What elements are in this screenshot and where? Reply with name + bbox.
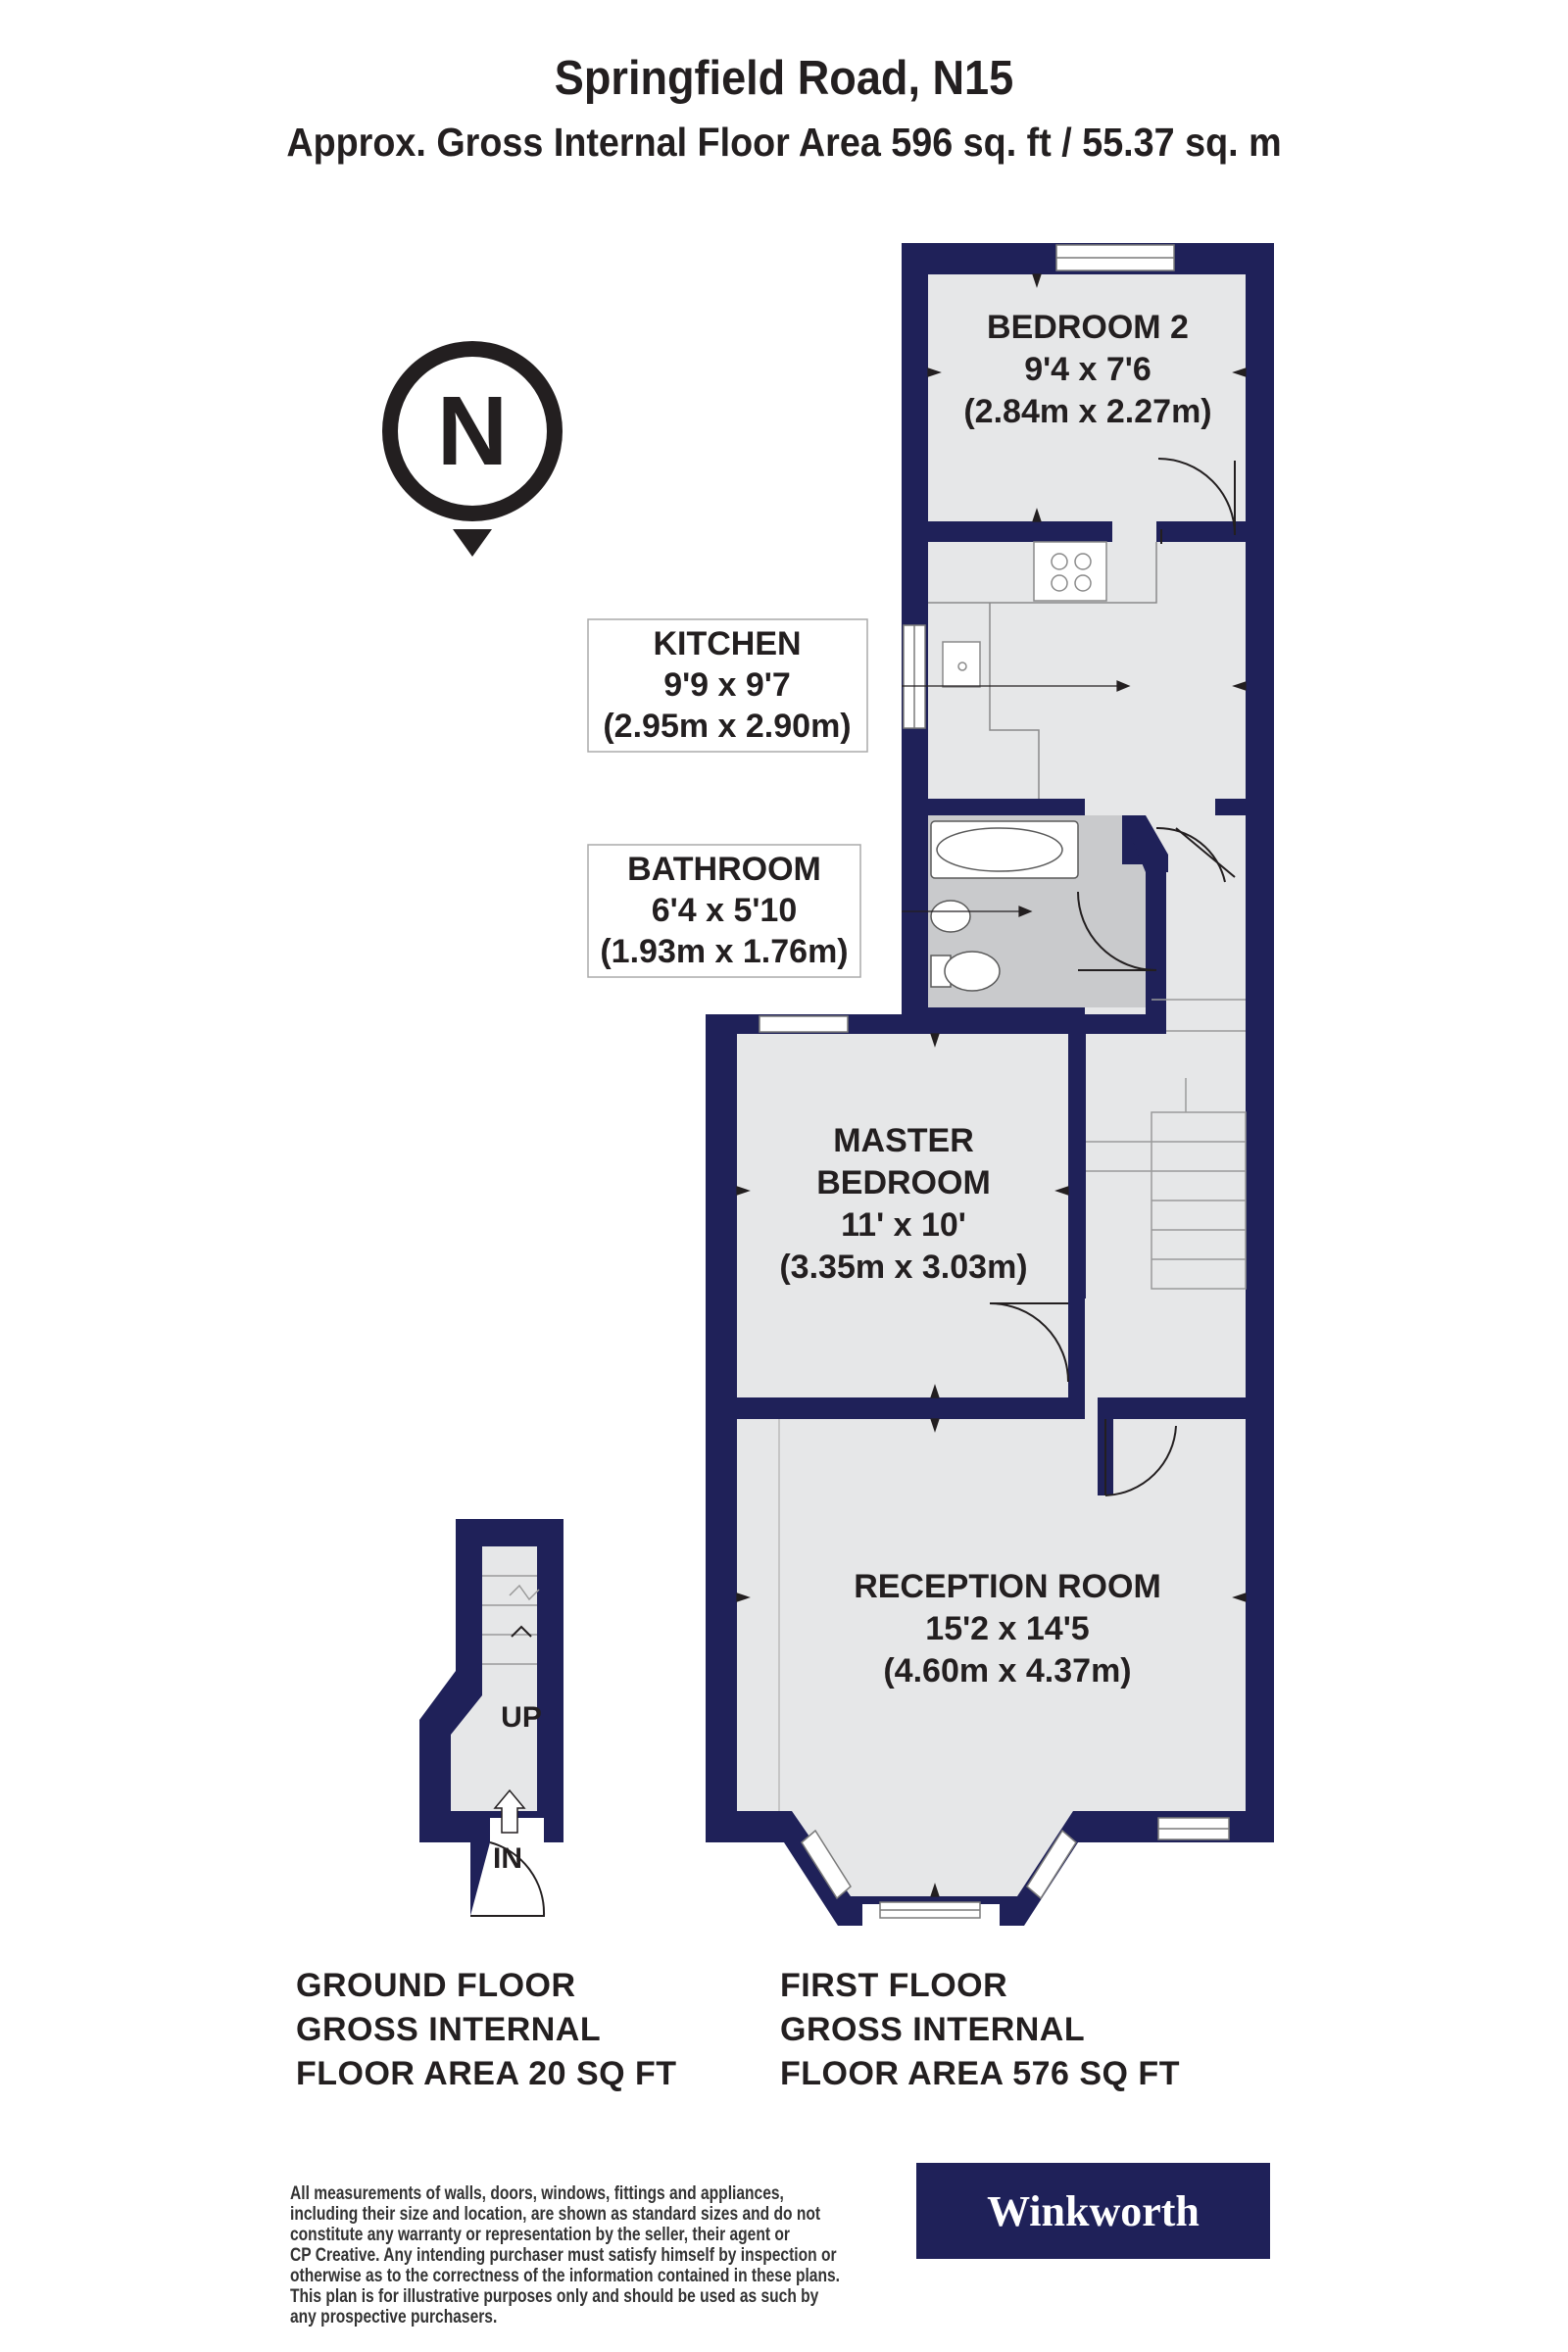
room-master-bedroom: MASTER BEDROOM 11' x 10' (3.35m x 3.03m) — [779, 1122, 1027, 1286]
bathroom-fittings — [930, 820, 1079, 992]
brand-logo: Winkworth — [916, 2163, 1270, 2259]
doors — [989, 458, 1236, 1496]
brand-name: Winkworth — [987, 2186, 1200, 2235]
bathroom-callout — [587, 844, 861, 978]
disclaimer-line: including their size and location, are s… — [290, 2204, 821, 2225]
first-floor-line1: FIRST FLOOR — [780, 1967, 1008, 2004]
kitchen-fittings — [928, 541, 1157, 799]
first-floor-line2: GROSS INTERNAL — [780, 2011, 1086, 2048]
disclaimer: All measurements of walls, doors, window… — [290, 2183, 840, 2328]
ground-floor-area: GROUND FLOOR GROSS INTERNAL FLOOR AREA 2… — [296, 1964, 677, 2096]
bathroom-name: BATHROOM — [627, 851, 821, 888]
disclaimer-line: All measurements of walls, doors, window… — [290, 2183, 784, 2204]
windows — [759, 244, 1230, 1919]
compass-letter: N — [437, 376, 508, 486]
kitchen-imperial: 9'9 x 9'7 — [663, 666, 791, 704]
entrance-in-label: IN — [493, 1842, 522, 1875]
dimension-arrows — [736, 273, 1247, 1897]
disclaimer-line: CP Creative. Any intending purchaser mus… — [290, 2245, 837, 2266]
ground-floor-line3: FLOOR AREA 20 SQ FT — [296, 2055, 677, 2092]
ground-floor-plan: UP IN — [419, 1519, 564, 1917]
reception-name: RECEPTION ROOM — [854, 1568, 1161, 1605]
first-floor-area: FIRST FLOOR GROSS INTERNAL FLOOR AREA 57… — [780, 1964, 1180, 2096]
kitchen-name: KITCHEN — [653, 625, 801, 662]
kitchen-callout — [587, 618, 868, 753]
master-name-line2: BEDROOM — [816, 1164, 991, 1201]
room-bathroom: BATHROOM 6'4 x 5'10 (1.93m x 1.76m) — [600, 851, 848, 970]
bathroom-imperial: 6'4 x 5'10 — [652, 892, 798, 929]
room-bedroom-2: BEDROOM 2 9'4 x 7'6 (2.84m x 2.27m) — [963, 309, 1211, 430]
disclaimer-line: any prospective purchasers. — [290, 2307, 498, 2328]
stairs — [1086, 999, 1247, 1290]
plan-title: Springfield Road, N15 — [554, 52, 1014, 105]
stairs-up-label: UP — [501, 1701, 542, 1734]
master-imperial: 11' x 10' — [841, 1206, 966, 1244]
disclaimer-line: constitute any warranty or representatio… — [290, 2225, 790, 2245]
bedroom-2-metric: (2.84m x 2.27m) — [963, 393, 1211, 430]
entrance-arrow-icon — [493, 1788, 526, 1834]
reception-imperial: 15'2 x 14'5 — [925, 1610, 1089, 1647]
disclaimer-line: otherwise as to the correctness of the i… — [290, 2266, 840, 2286]
plan-subtitle: Approx. Gross Internal Floor Area 596 sq… — [286, 120, 1282, 165]
kitchen-metric: (2.95m x 2.90m) — [603, 708, 851, 745]
bedroom-2-imperial: 9'4 x 7'6 — [1024, 351, 1152, 388]
room-reception: RECEPTION ROOM 15'2 x 14'5 (4.60m x 4.37… — [854, 1568, 1161, 1690]
master-metric: (3.35m x 3.03m) — [779, 1249, 1027, 1286]
bedroom-2-name: BEDROOM 2 — [987, 309, 1189, 346]
compass-icon: N — [382, 341, 563, 557]
bathroom-metric: (1.93m x 1.76m) — [600, 933, 848, 970]
ground-floor-line1: GROUND FLOOR — [296, 1967, 576, 2004]
ground-floor-line2: GROSS INTERNAL — [296, 2011, 602, 2048]
first-floor-line3: FLOOR AREA 576 SQ FT — [780, 2055, 1180, 2092]
disclaimer-line: This plan is for illustrative purposes o… — [290, 2286, 819, 2307]
reception-metric: (4.60m x 4.37m) — [883, 1652, 1131, 1690]
room-kitchen: KITCHEN 9'9 x 9'7 (2.95m x 2.90m) — [603, 625, 851, 745]
master-name-line1: MASTER — [833, 1122, 974, 1159]
